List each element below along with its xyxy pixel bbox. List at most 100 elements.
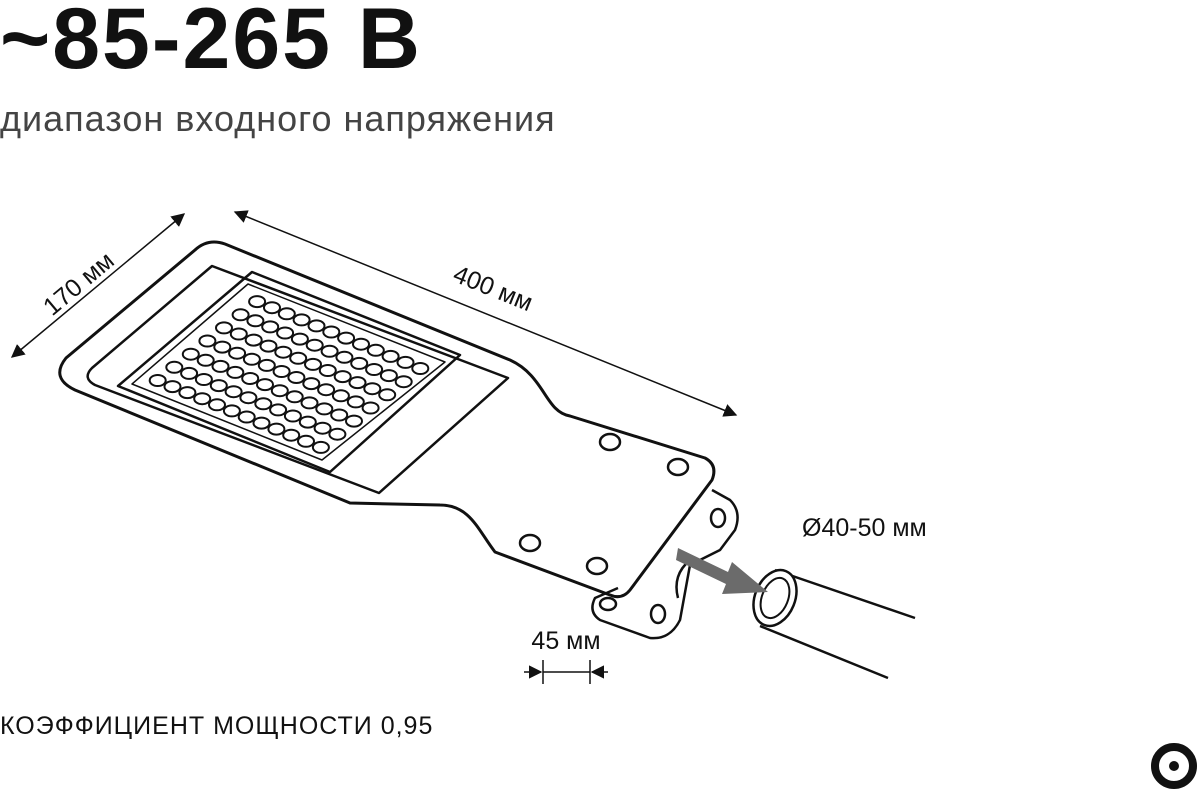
- voltage-caption: диапазон входного напряжения: [0, 98, 556, 139]
- led-chip: [304, 357, 322, 371]
- led-chip: [242, 352, 261, 366]
- led-chip: [337, 331, 356, 345]
- led-chip: [348, 376, 367, 390]
- dimension-label-width: 170 мм: [38, 246, 120, 321]
- led-chip: [248, 295, 267, 309]
- led-chip: [229, 327, 248, 341]
- led-chip: [345, 414, 363, 428]
- dimension-line-width: [10, 213, 186, 358]
- led-chip: [276, 326, 295, 340]
- mount-hole: [666, 457, 690, 477]
- led-chip: [378, 388, 397, 402]
- led-chip: [317, 383, 336, 397]
- mount-hole: [518, 533, 542, 553]
- led-chip: [257, 358, 276, 372]
- led-chip: [307, 319, 326, 333]
- led-chip: [282, 428, 301, 442]
- clamp-hole: [598, 596, 618, 612]
- led-chip: [320, 344, 339, 358]
- led-chip: [228, 346, 247, 360]
- led-chip: [318, 364, 337, 377]
- led-chip: [194, 373, 213, 386]
- led-chip: [300, 396, 319, 410]
- led-chip: [313, 421, 332, 435]
- led-chip: [381, 349, 400, 363]
- led-chip: [163, 380, 182, 394]
- led-chip: [311, 440, 330, 454]
- led-chip: [350, 356, 369, 370]
- led-chip: [411, 362, 430, 375]
- pipe-clamp-bracket: [591, 488, 739, 640]
- led-chip: [292, 313, 311, 327]
- led-chip: [241, 372, 260, 385]
- led-chip: [209, 379, 228, 393]
- led-chip: [328, 427, 347, 441]
- led-chip: [208, 398, 226, 412]
- led-chip: [215, 321, 233, 335]
- led-chip: [259, 339, 278, 353]
- lamp-inner-panel: [86, 264, 510, 495]
- led-chip: [181, 347, 200, 361]
- led-chip: [256, 378, 274, 392]
- mount-hole: [598, 432, 622, 452]
- led-chip: [246, 314, 265, 328]
- pipe-end-inner: [759, 576, 791, 620]
- led-chip: [165, 360, 184, 374]
- pipe-end: [752, 568, 798, 628]
- led-chip: [231, 308, 250, 322]
- led-chip: [193, 392, 212, 406]
- led-chip: [222, 404, 241, 418]
- led-chip: [267, 422, 286, 436]
- led-chip: [148, 374, 167, 387]
- led-chip: [335, 350, 354, 364]
- power-factor-label: КОЭФФИЦИЕНТ МОЩНОСТИ 0,95: [0, 712, 434, 740]
- pipe-body: [759, 568, 916, 680]
- led-chip: [379, 369, 398, 383]
- led-chip: [361, 401, 380, 415]
- dimension-label-mount: 45 мм: [531, 627, 600, 655]
- led-chip: [283, 409, 302, 423]
- led-chip: [298, 415, 317, 429]
- led-chip: [198, 334, 217, 348]
- led-chip: [352, 337, 370, 351]
- led-chip: [211, 359, 230, 373]
- led-chip: [330, 408, 349, 422]
- insert-arrow-icon: [676, 548, 768, 594]
- led-chip: [180, 366, 199, 380]
- led-chip: [289, 351, 308, 365]
- led-chip: [226, 365, 245, 379]
- mount-hole: [585, 556, 609, 576]
- led-chip: [346, 395, 365, 409]
- led-chip: [263, 301, 281, 315]
- led-chip: [254, 397, 273, 411]
- led-chip: [237, 410, 256, 424]
- led-chip: [252, 416, 271, 430]
- dimension-line-length: [233, 210, 738, 417]
- led-chip: [224, 385, 243, 399]
- led-chip: [363, 382, 382, 396]
- dimension-label-length: 400 мм: [449, 260, 536, 317]
- led-chip: [269, 403, 288, 417]
- led-chip: [178, 386, 197, 400]
- led-chip: [322, 325, 341, 339]
- led-chip: [287, 371, 306, 384]
- led-chip: [196, 353, 215, 367]
- led-chip: [272, 365, 291, 378]
- led-chip: [213, 340, 232, 354]
- led-chip: [290, 332, 309, 346]
- led-chip: [297, 434, 315, 448]
- clamp-hole: [709, 507, 727, 529]
- led-chip: [244, 333, 263, 347]
- clamp-hole: [649, 603, 667, 625]
- led-chip: [285, 390, 304, 404]
- led-chip: [365, 363, 384, 376]
- led-chip: [302, 377, 321, 391]
- led-chip: [333, 370, 352, 384]
- led-chip: [315, 402, 334, 416]
- led-chip: [394, 375, 413, 389]
- led-chip: [274, 345, 293, 359]
- led-chip: [305, 338, 324, 352]
- voltage-headline: ~85-265 В: [0, 0, 423, 87]
- led-chip: [239, 391, 258, 405]
- led-chip: [277, 307, 296, 321]
